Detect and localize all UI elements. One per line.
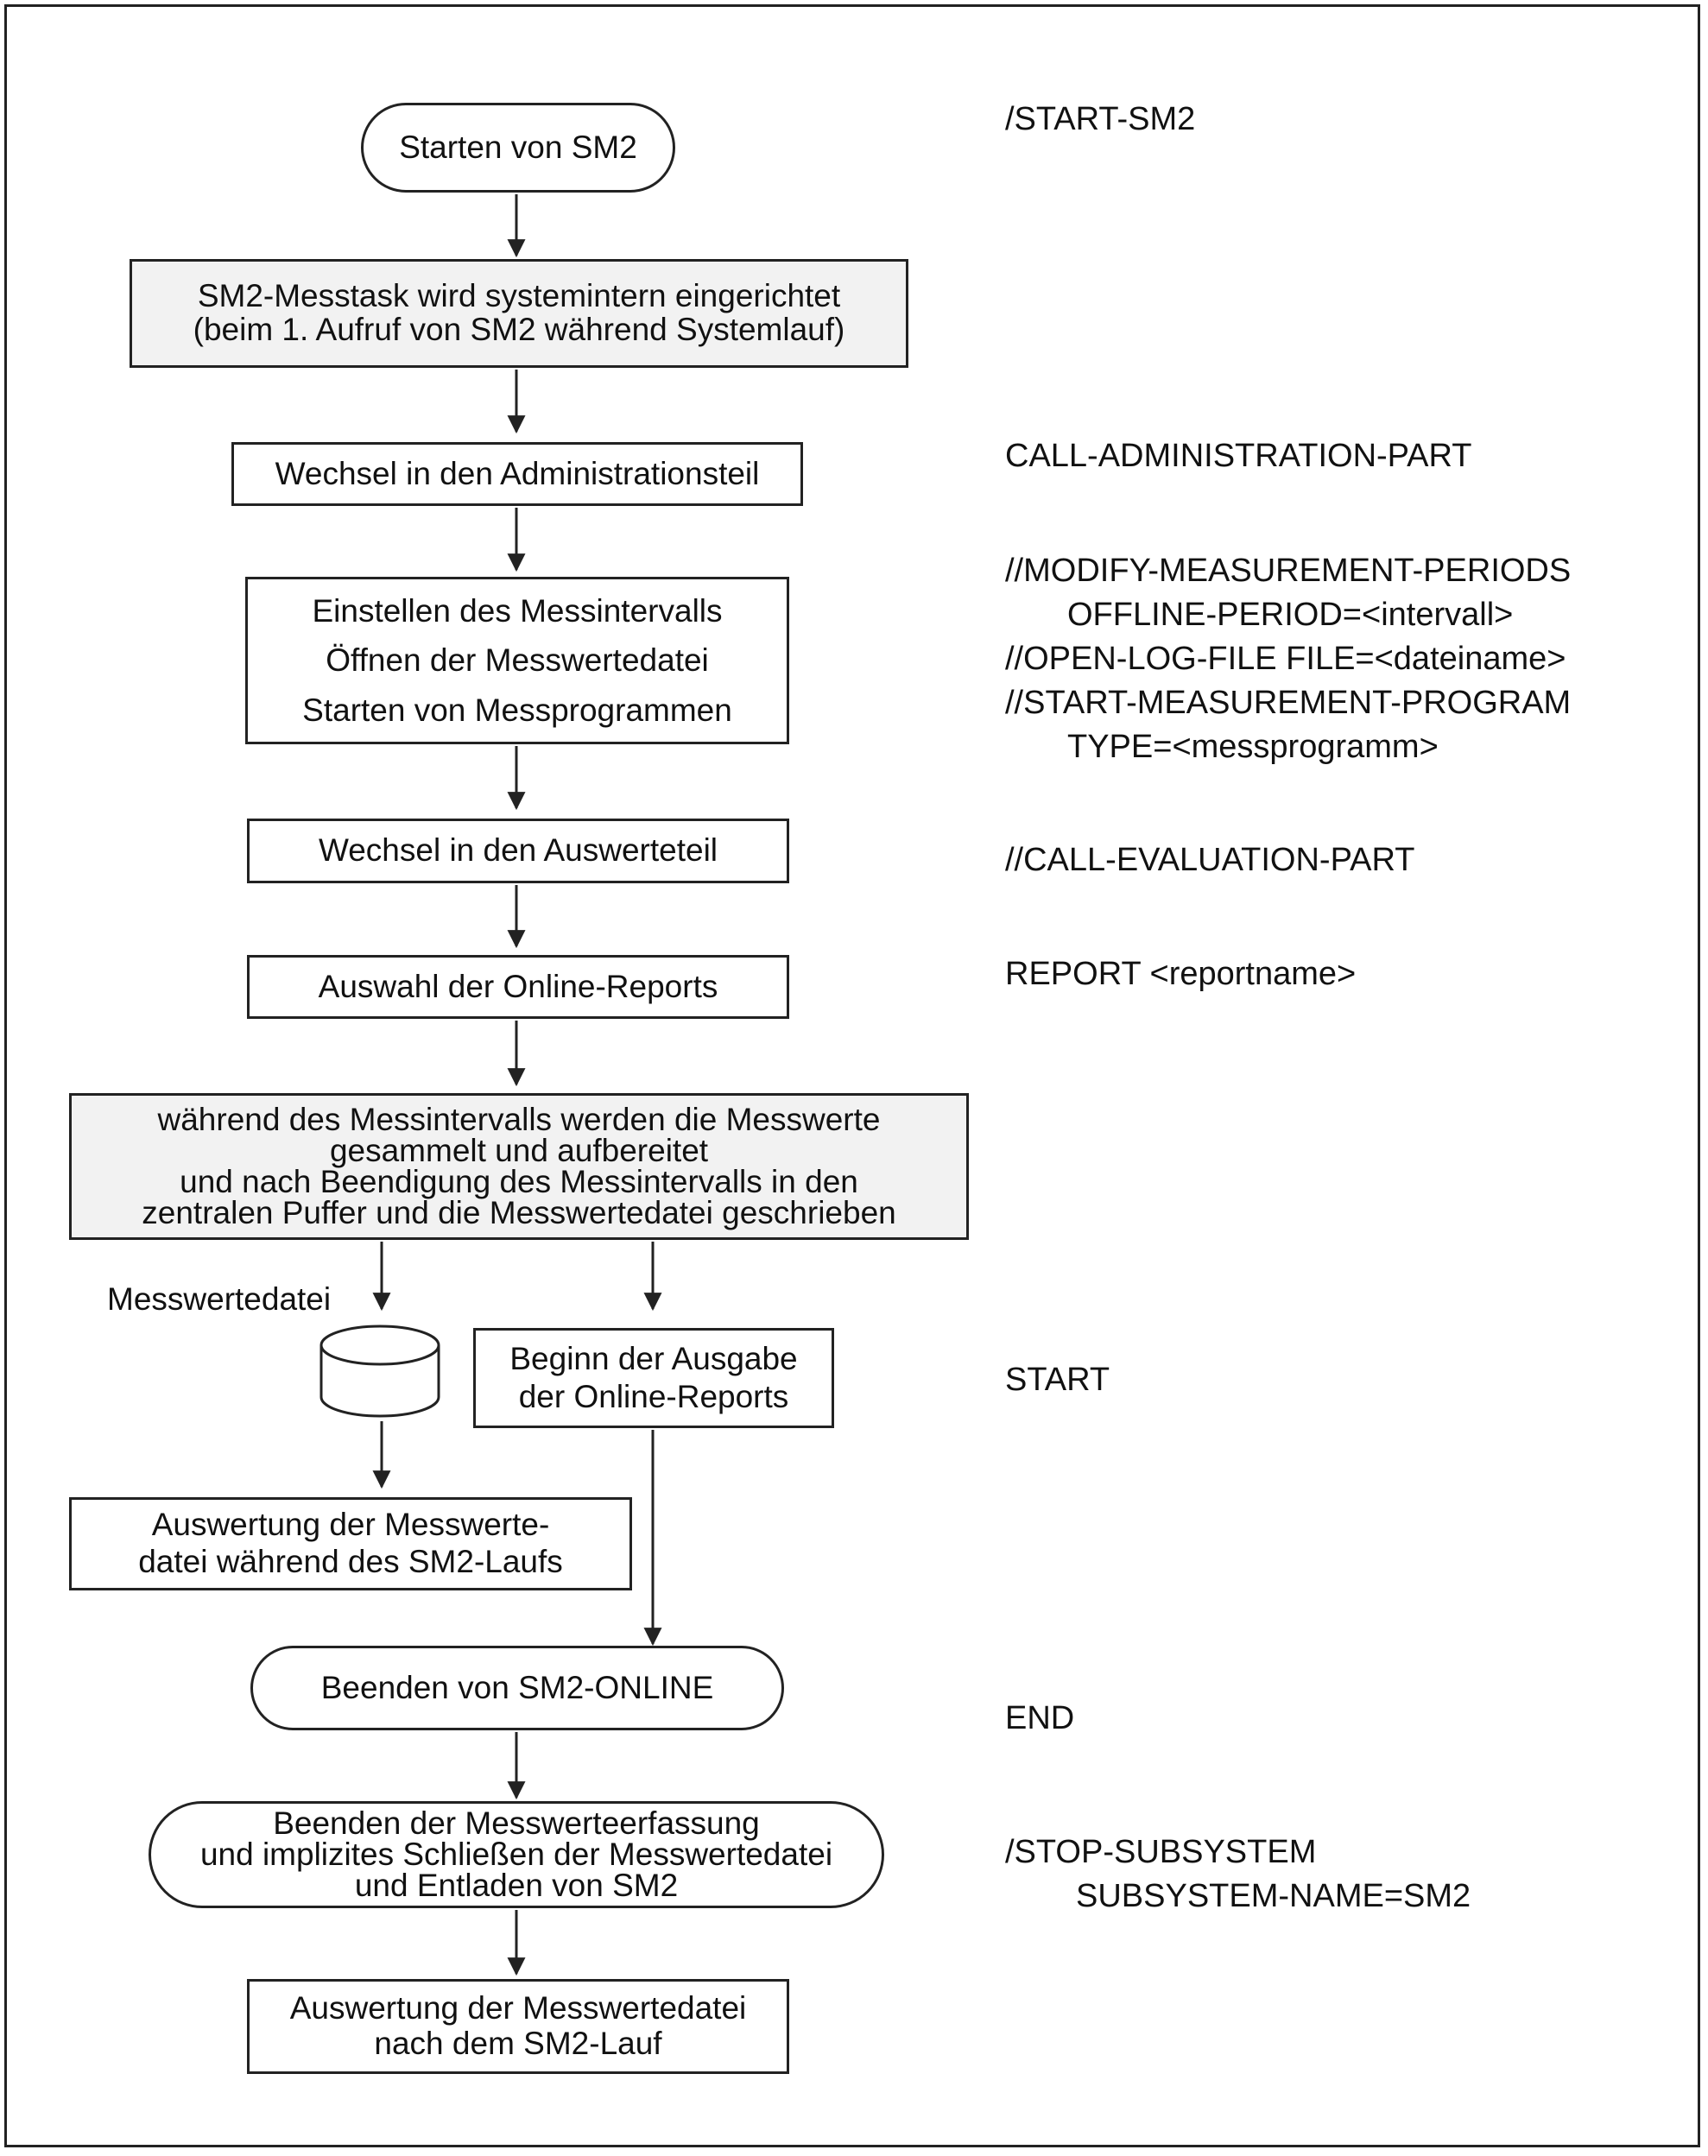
cmd-open-log-file: //OPEN-LOG-FILE FILE=<dateiname> [1005,640,1566,677]
setup-box: Einstellen des Messintervalls Öffnen der… [245,577,789,744]
cmd-call-admin: CALL-ADMINISTRATION-PART [1005,438,1472,474]
cmd-stop-subsystem: /STOP-SUBSYSTEM [1005,1834,1317,1870]
eval-switch-box: Wechsel in den Auswerteteil [247,819,789,883]
cmd-subsystem-name: SUBSYSTEM-NAME=SM2 [1076,1878,1471,1915]
cmd-call-evaluation: //CALL-EVALUATION-PART [1005,842,1415,878]
cmd-report: REPORT <reportname> [1005,956,1357,992]
eval-after-box: Auswertung der Messwertedatei nach dem S… [247,1979,789,2074]
admin-switch-box: Wechsel in den Administrationsteil [231,442,803,506]
cmd-start-program: //START-MEASUREMENT-PROGRAM [1005,684,1572,721]
database-cylinder-icon [319,1325,440,1418]
report-selection-box: Auswahl der Online-Reports [247,955,789,1019]
cmd-modify-periods: //MODIFY-MEASUREMENT-PERIODS [1005,553,1572,589]
cmd-type: TYPE=<messprogramm> [1067,728,1439,765]
file-label: Messwertedatei [107,1281,332,1317]
output-start-box: Beginn der Ausgabe der Online-Reports [473,1328,834,1428]
eval-during-box: Auswertung der Messwerte- datei während … [69,1497,632,1590]
collect-box: während des Messintervalls werden die Me… [69,1093,969,1240]
cmd-start: START [1005,1362,1110,1398]
cmd-stop-block: /STOP-SUBSYSTEM SUBSYSTEM-NAME=SM2 [1005,1830,1471,1919]
cmd-setup-block: //MODIFY-MEASUREMENT-PERIODS OFFLINE-PER… [1005,549,1571,769]
messtask-box: SM2-Messtask wird systemintern eingerich… [130,259,908,368]
cmd-end: END [1005,1700,1075,1736]
diagram-frame [4,4,1700,2147]
end-online-terminal: Beenden von SM2-ONLINE [250,1646,784,1730]
stop-terminal: Beenden der Messwerteerfassung und impli… [149,1801,884,1908]
start-sm2-terminal: Starten von SM2 [361,103,675,193]
cmd-start-sm2: /START-SM2 [1005,101,1196,137]
cmd-offline-period: OFFLINE-PERIOD=<intervall> [1067,596,1514,633]
